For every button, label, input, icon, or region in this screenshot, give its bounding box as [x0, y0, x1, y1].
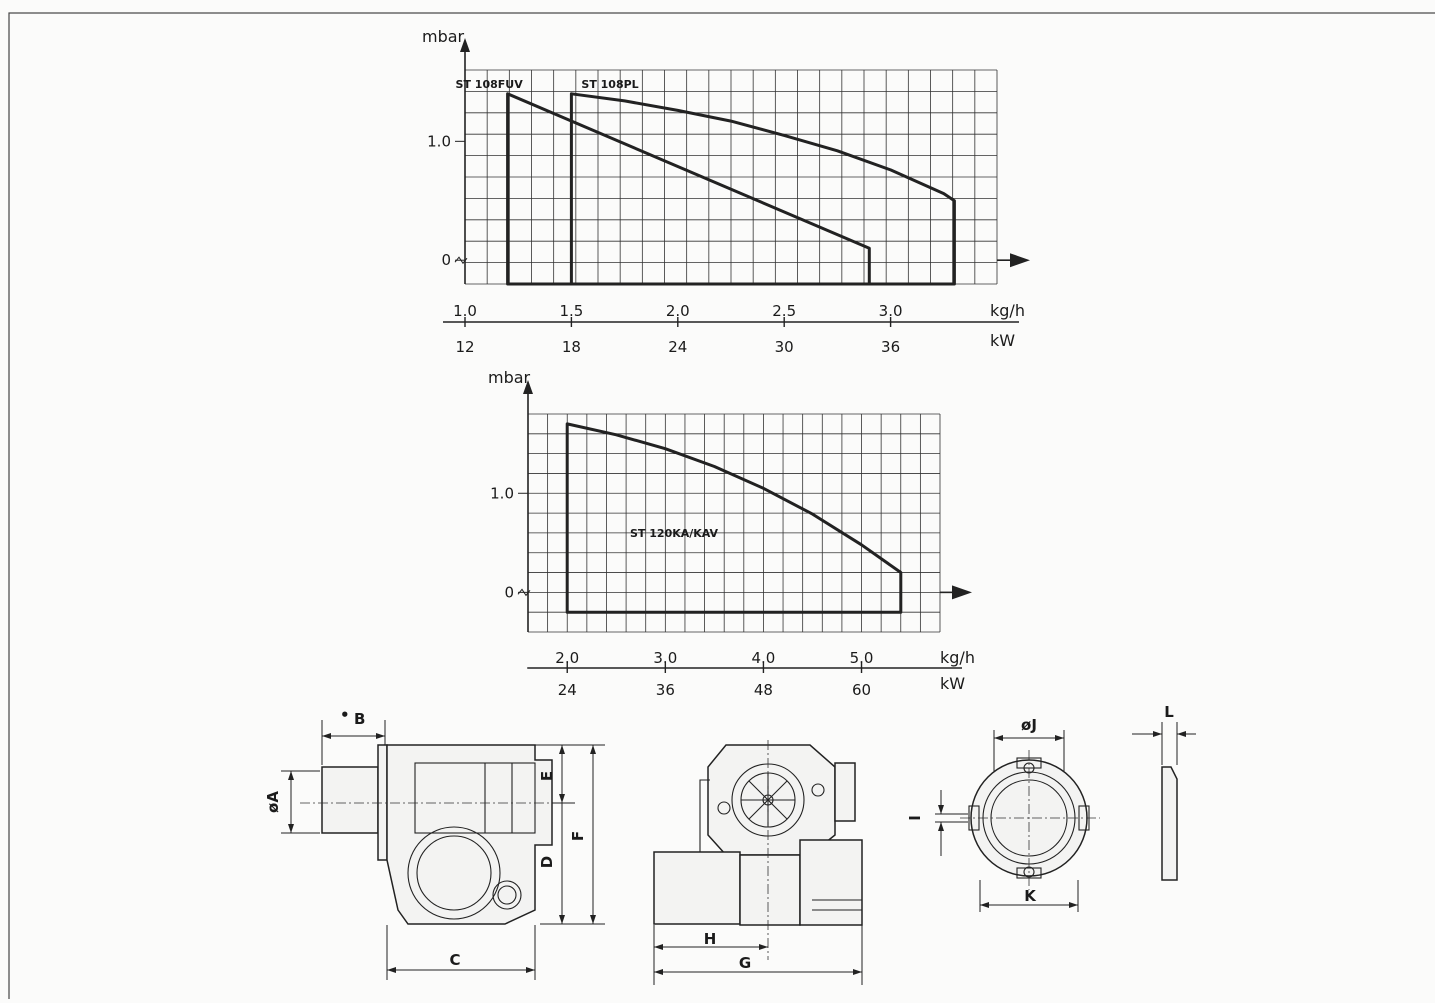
dim-label-k: K [1024, 887, 1037, 905]
chart-grid [527, 413, 941, 633]
x-axis-arrow [952, 585, 972, 600]
pump-port [492, 880, 522, 910]
dim-label-i: I [906, 815, 924, 821]
burner-side-view [300, 744, 570, 925]
axis-break [454, 256, 468, 265]
fan-housing-inner [416, 835, 492, 911]
x-tick-label-kgh: 5.0 [850, 649, 874, 667]
dim-arrows [559, 915, 565, 924]
front-hole [717, 801, 731, 815]
x-tick-label-kw: 12 [455, 338, 474, 356]
x-tick-label-kgh: 3.0 [879, 302, 903, 320]
front-motor [653, 851, 741, 925]
x-tick-label-kgh: 2.0 [555, 649, 579, 667]
dim-label-h: H [704, 930, 717, 948]
housing-panel [414, 762, 536, 834]
x-tick-label-kgh: 2.0 [666, 302, 690, 320]
y-axis-arrow [460, 38, 470, 52]
y-tick-label: 0 [504, 583, 514, 601]
dims-front-view: H G [653, 925, 863, 985]
front-pump [799, 839, 863, 926]
y-axis-label: mbar [422, 27, 465, 46]
dim-label-l: L [1164, 703, 1174, 721]
chart-st120: mbar 0 1.0 2.0 24 3.0 36 4.0 48 5.0 60 kg/h kW ST 120… [488, 368, 975, 699]
gasket-side-view: L [1132, 703, 1196, 881]
x-unit-kw: kW [990, 331, 1015, 350]
x-unit-kw: kW [940, 674, 965, 693]
series-label: ST 120KA/KAV [630, 527, 719, 540]
x-tick-label-kgh: 4.0 [751, 649, 775, 667]
series-label: ST 108FUV [456, 78, 524, 91]
front-pipe [699, 779, 710, 852]
fan-housing-outer [407, 826, 501, 920]
flange-view [960, 750, 1100, 890]
dims-side-view: øA • B C E D F [264, 706, 605, 980]
x-tick-label-kw: 48 [754, 681, 773, 699]
series-envelope [565, 422, 903, 614]
front-side-box [834, 762, 856, 822]
burner-front-view [653, 740, 863, 960]
y-axis-label: mbar [488, 368, 531, 387]
x-tick-label-kgh: 1.5 [559, 302, 583, 320]
dim-label-g: G [739, 954, 751, 972]
x-tick-label-kw: 60 [852, 681, 871, 699]
page-frame [8, 12, 1435, 1003]
mounting-flange [377, 744, 388, 861]
x-tick-label-kw: 24 [668, 338, 687, 356]
x-tick-label-kgh: 3.0 [653, 649, 677, 667]
y-tick-label: 1.0 [490, 484, 514, 502]
dim-label-e: E [538, 771, 556, 781]
dim-arrows [938, 805, 944, 831]
dim-label-a: øA [264, 791, 282, 813]
dim-label-j: øJ [1021, 716, 1037, 734]
dim-arrows [1153, 731, 1186, 737]
dim-bullet-b: • [340, 706, 350, 724]
chart-grid [464, 69, 998, 285]
burner-housing [386, 744, 553, 925]
y-axis-arrow [523, 380, 533, 394]
y-tick-label: 1.0 [427, 132, 451, 150]
x-tick-label-kgh: 2.5 [772, 302, 796, 320]
series-envelope [506, 92, 871, 286]
dim-label-d: D [538, 856, 556, 868]
x-unit-kgh: kg/h [990, 301, 1025, 320]
y-tick-label: 0 [441, 251, 451, 269]
dim-label-c: C [449, 951, 460, 969]
gasket-profile [1161, 766, 1178, 881]
series-envelope [569, 92, 956, 286]
x-tick-label-kw: 18 [562, 338, 581, 356]
dim-label-b: B [354, 710, 365, 728]
dims-flange: øJ I K [906, 716, 1079, 912]
x-unit-kgh: kg/h [940, 648, 975, 667]
x-tick-label-kw: 36 [881, 338, 900, 356]
x-tick-label-kw: 36 [656, 681, 675, 699]
x-tick-label-kw: 30 [775, 338, 794, 356]
burner-nozzle-tube [321, 766, 379, 834]
x-tick-label-kw: 24 [558, 681, 577, 699]
x-tick-label-kgh: 1.0 [453, 302, 477, 320]
series-label: ST 108PL [581, 78, 638, 91]
front-hole [811, 783, 825, 797]
chart-st108: mbar 0 1.0 1.0 12 1.5 18 2.0 24 2.5 30 3.0 36 kg/h kW S… [422, 27, 1030, 356]
pump-port-inner [497, 885, 517, 905]
front-base [739, 854, 801, 926]
dim-label-f: F [569, 831, 587, 841]
axis-break [517, 588, 531, 597]
x-axis-arrow [1010, 253, 1030, 268]
